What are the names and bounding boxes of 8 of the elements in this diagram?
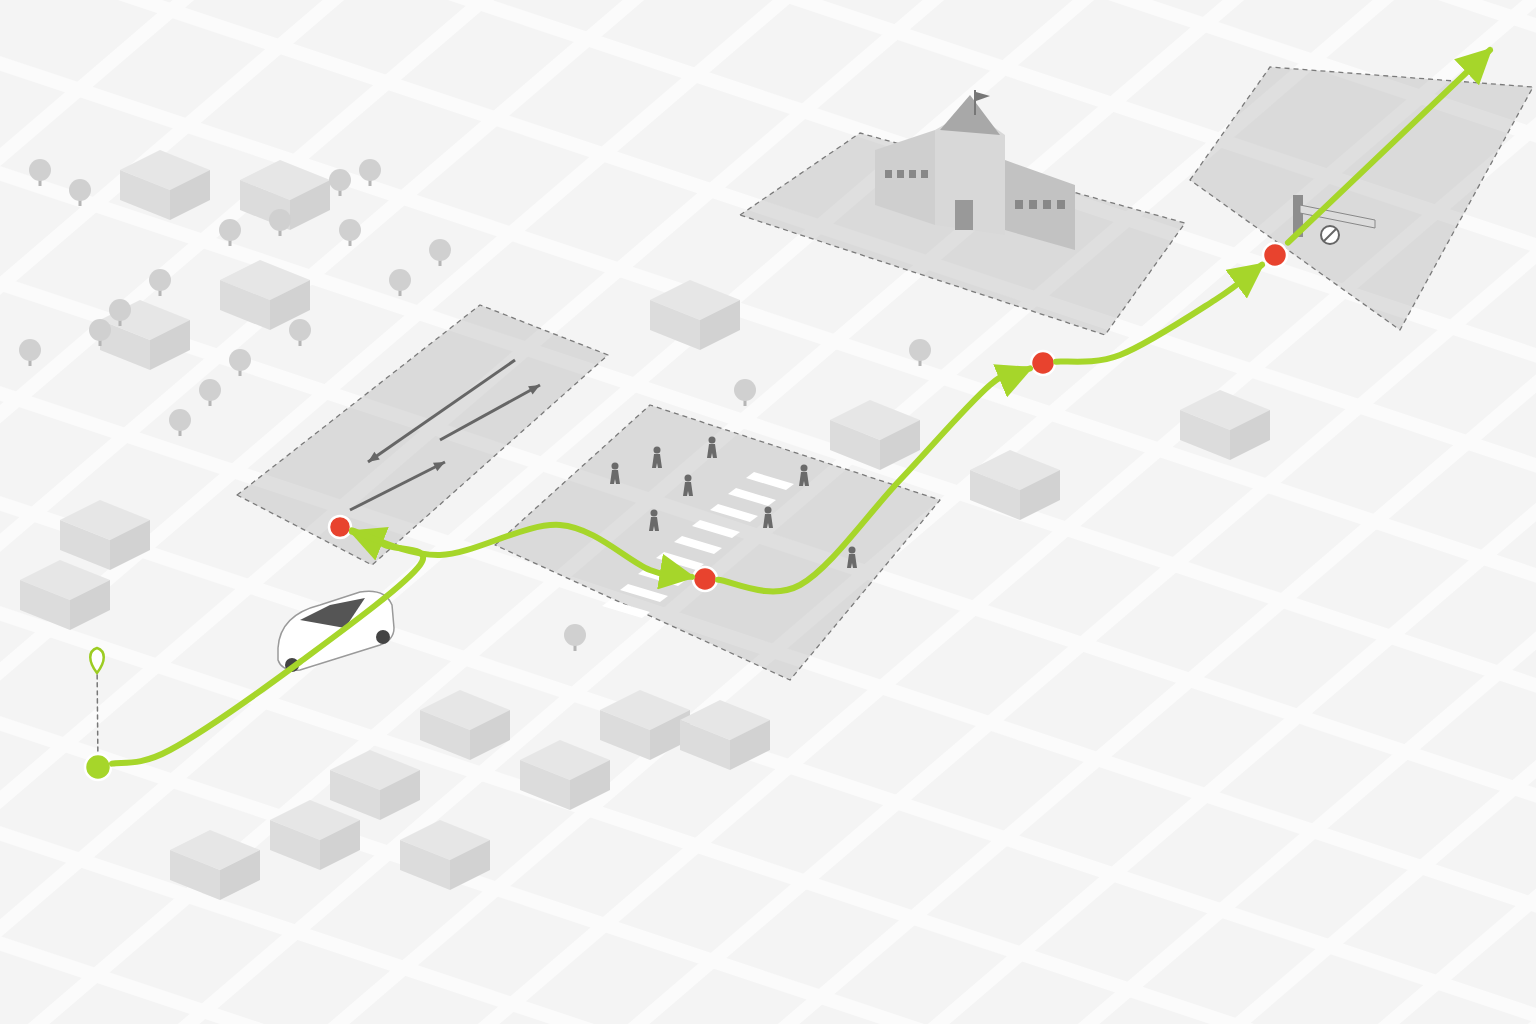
location-pin-icon	[86, 645, 108, 675]
leader-line	[96, 674, 99, 754]
stop-marker	[692, 566, 718, 592]
route-path	[1053, 261, 1265, 365]
stop-marker	[328, 515, 352, 539]
route-path	[1285, 47, 1493, 246]
route-path	[109, 526, 427, 767]
route-path	[349, 522, 696, 592]
